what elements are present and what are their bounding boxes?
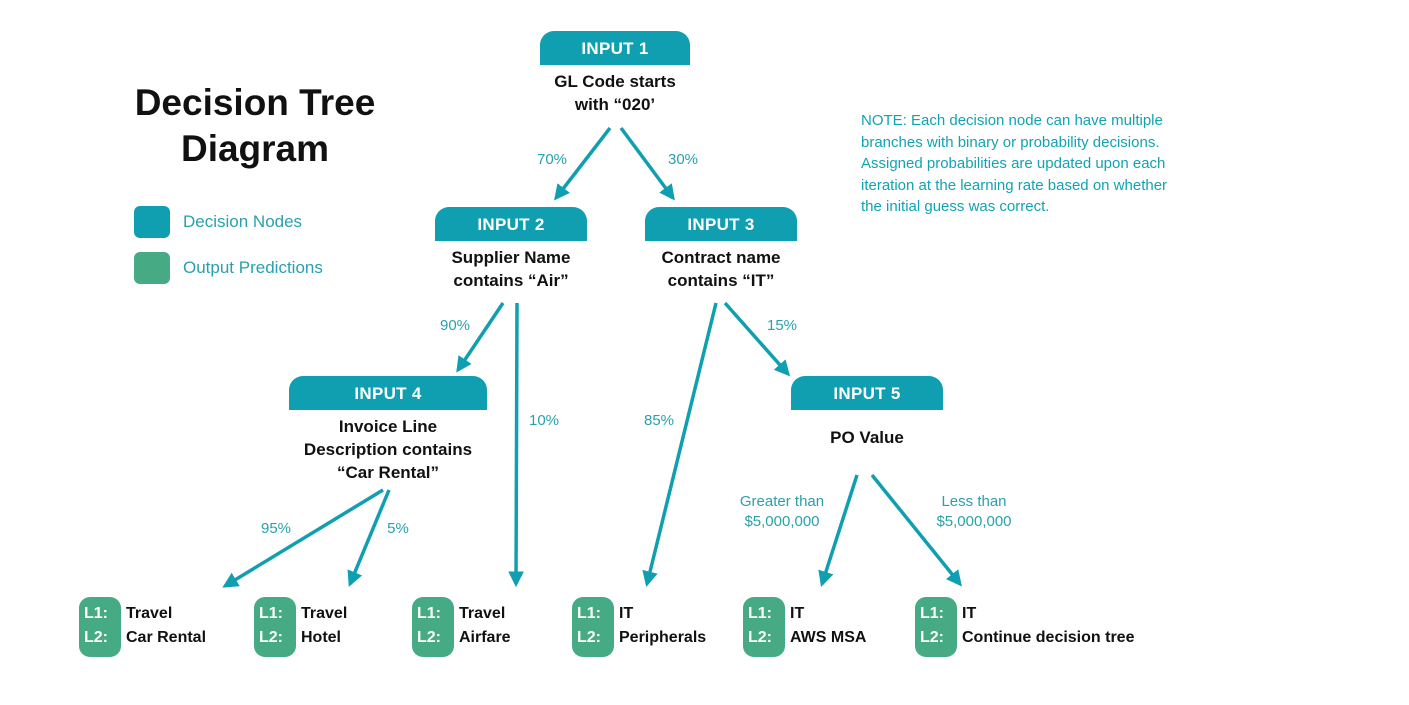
l1-key: L1: <box>577 605 601 622</box>
l1-value: Travel <box>126 605 173 622</box>
l2-key: L2: <box>259 629 283 646</box>
edge-input3-output4 <box>642 302 718 588</box>
node-condition: Invoice Line Description contains “Car R… <box>303 417 473 482</box>
output-prediction-hotel: L1: L2: Travel Hotel <box>254 597 347 657</box>
l2-key: L2: <box>920 629 944 646</box>
node-tab: INPUT 2 <box>435 207 587 241</box>
edge-input1-input3 <box>619 126 675 201</box>
output-values: Travel Car Rental <box>126 597 206 657</box>
edge-label-95: 95% <box>260 520 292 537</box>
l1-key: L1: <box>417 605 441 622</box>
l2-key: L2: <box>577 629 601 646</box>
decision-node-input-3: INPUT 3 Contract name contains “IT” <box>621 207 821 292</box>
l1-value: Travel <box>301 605 348 622</box>
l1-key: L1: <box>920 605 944 622</box>
edge-label-less-than: Less than $5,000,000 <box>936 493 1012 530</box>
l1-key: L1: <box>748 605 772 622</box>
l1-value: IT <box>619 605 634 622</box>
l2-value: Peripherals <box>619 629 707 646</box>
output-keys: L1: L2: <box>412 597 454 657</box>
output-keys: L1: L2: <box>915 597 957 657</box>
decision-node-input-4: INPUT 4 Invoice Line Description contain… <box>268 376 508 484</box>
edge-input2-input4 <box>456 302 505 373</box>
diagram-title: Decision Tree Diagram <box>134 82 376 169</box>
decision-nodes-swatch <box>134 206 170 238</box>
l1-key: L1: <box>259 605 283 622</box>
l2-value: Car Rental <box>126 629 207 646</box>
node-tab: INPUT 3 <box>645 207 797 241</box>
output-keys: L1: L2: <box>743 597 785 657</box>
edge-label-5: 5% <box>387 520 409 537</box>
edge-input5-output5 <box>818 474 859 587</box>
edge-input2-output3 <box>508 302 524 588</box>
output-keys: L1: L2: <box>572 597 614 657</box>
output-values: IT Continue decision tree <box>962 597 1134 657</box>
legend-label: Decision Nodes <box>183 212 303 231</box>
output-values: IT AWS MSA <box>790 597 866 657</box>
output-prediction-aws-msa: L1: L2: IT AWS MSA <box>743 597 866 657</box>
l2-value: Hotel <box>301 629 341 646</box>
edge-input5-output6 <box>870 473 962 587</box>
node-tab: INPUT 5 <box>791 376 943 410</box>
l2-value: Continue decision tree <box>962 629 1135 646</box>
output-prediction-car-rental: L1: L2: Travel Car Rental <box>79 597 206 657</box>
output-values: Travel Airfare <box>459 597 511 657</box>
edge-label-30: 30% <box>667 151 699 168</box>
output-prediction-peripherals: L1: L2: IT Peripherals <box>572 597 706 657</box>
legend-item-decision-nodes: Decision Nodes <box>134 206 302 238</box>
output-keys: L1: L2: <box>254 597 296 657</box>
node-tab: INPUT 4 <box>289 376 487 410</box>
legend-item-output-predictions: Output Predictions <box>134 252 323 284</box>
output-predictions-swatch <box>134 252 170 284</box>
l1-value: Travel <box>459 605 506 622</box>
edge-label-greater-than: Greater than $5,000,000 <box>739 493 825 530</box>
edge-input4-output1 <box>222 488 384 588</box>
output-values: Travel Hotel <box>301 597 347 657</box>
edge-label-70: 70% <box>536 151 568 168</box>
output-values: IT Peripherals <box>619 597 706 657</box>
edge-label-85: 85% <box>643 412 675 429</box>
output-prediction-airfare: L1: L2: Travel Airfare <box>412 597 511 657</box>
l1-value: IT <box>962 605 977 622</box>
decision-node-input-2: INPUT 2 Supplier Name contains “Air” <box>411 207 611 292</box>
edge-input4-output2 <box>347 489 391 587</box>
output-prediction-continue-decision-tree: L1: L2: IT Continue decision tree <box>915 597 1134 657</box>
node-condition: Contract name contains “IT” <box>661 248 781 290</box>
node-tab: INPUT 1 <box>540 31 690 65</box>
decision-node-input-5: INPUT 5 PO Value <box>767 376 967 449</box>
note-text: NOTE: Each decision node can have multip… <box>861 112 1168 215</box>
l2-key: L2: <box>417 629 441 646</box>
l1-value: IT <box>790 605 805 622</box>
decision-node-input-1: INPUT 1 GL Code starts with “020’ <box>515 31 715 116</box>
edge-label-10: 10% <box>528 412 560 429</box>
l2-key: L2: <box>748 629 772 646</box>
edge-label-15: 15% <box>766 317 798 334</box>
edge-label-90: 90% <box>439 317 471 334</box>
legend-label: Output Predictions <box>183 258 323 277</box>
node-condition: Supplier Name contains “Air” <box>451 248 571 290</box>
edge-input1-input2 <box>554 126 612 201</box>
l2-value: AWS MSA <box>790 629 867 646</box>
output-keys: L1: L2: <box>79 597 121 657</box>
l2-key: L2: <box>84 629 108 646</box>
node-condition: PO Value <box>830 428 904 447</box>
edge-input3-input5 <box>723 301 791 377</box>
l2-value: Airfare <box>459 629 511 646</box>
node-condition: GL Code starts with “020’ <box>554 72 676 114</box>
l1-key: L1: <box>84 605 108 622</box>
